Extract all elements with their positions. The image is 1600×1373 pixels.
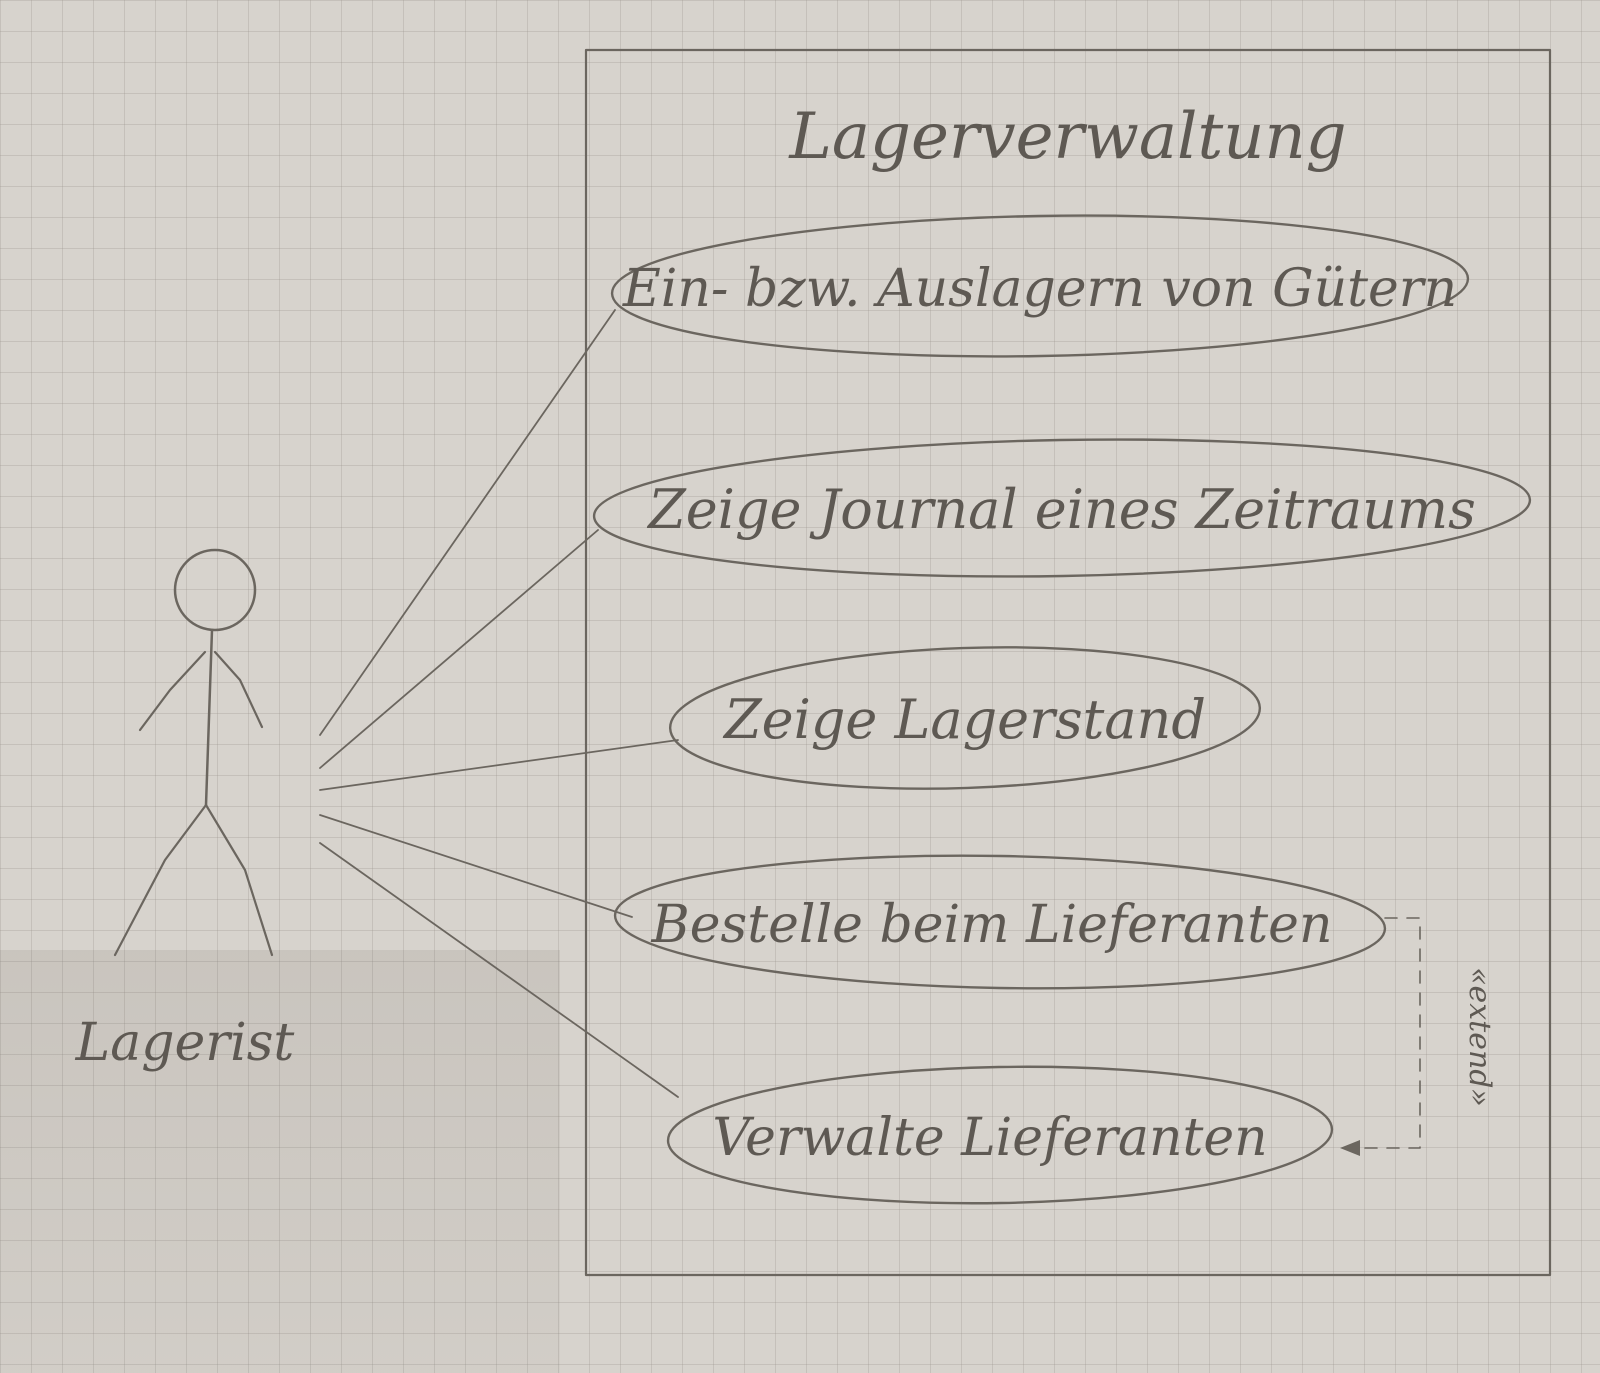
use-case-5: Verwalte Lieferanten	[666, 1065, 1334, 1205]
use-case-3-label: Zeige Lagerstand	[722, 688, 1206, 751]
extend-label: «extend»	[1462, 967, 1497, 1107]
use-case-2: Zeige Journal eines Zeitraums	[592, 438, 1532, 578]
association-line-5	[319, 842, 679, 1098]
association-line-2	[319, 529, 599, 769]
use-case-4-label: Bestelle beim Lieferanten	[651, 895, 1333, 955]
actor-label: Lagerist	[75, 1013, 295, 1073]
extend-relationship: «extend»	[1340, 917, 1497, 1156]
actor-left-arm	[138, 650, 207, 732]
extend-arrowhead	[1340, 1140, 1360, 1156]
use-case-1: Ein- bzw. Auslagern von Gütern	[610, 214, 1470, 358]
actor-body	[204, 628, 214, 807]
use-case-2-label: Zeige Journal eines Zeitraums	[646, 478, 1476, 541]
association-line-1	[319, 309, 616, 736]
use-case-1-ellipse	[610, 214, 1470, 358]
system-title: Lagerverwaltung	[788, 100, 1346, 174]
use-case-2-ellipse	[592, 438, 1532, 578]
actor-right-arm	[213, 650, 264, 729]
paper-shadow	[0, 950, 560, 1373]
extend-dashed-line	[1359, 917, 1421, 1149]
use-case-1-label: Ein- bzw. Auslagern von Gütern	[622, 259, 1457, 319]
actor-head	[173, 548, 257, 632]
actor-lagerist	[113, 548, 274, 957]
actor-left-leg	[113, 803, 208, 957]
system-boundary	[584, 48, 1552, 1277]
association-line-4	[319, 814, 633, 918]
use-case-5-ellipse	[666, 1065, 1334, 1205]
use-case-5-label: Verwalte Lieferanten	[712, 1108, 1267, 1168]
use-case-3-ellipse	[668, 646, 1262, 790]
use-case-4: Bestelle beim Lieferanten	[613, 854, 1387, 990]
actor-right-leg	[204, 803, 274, 957]
use-case-3: Zeige Lagerstand	[668, 646, 1262, 790]
association-line-3	[319, 739, 679, 791]
use-case-4-ellipse	[613, 854, 1387, 990]
